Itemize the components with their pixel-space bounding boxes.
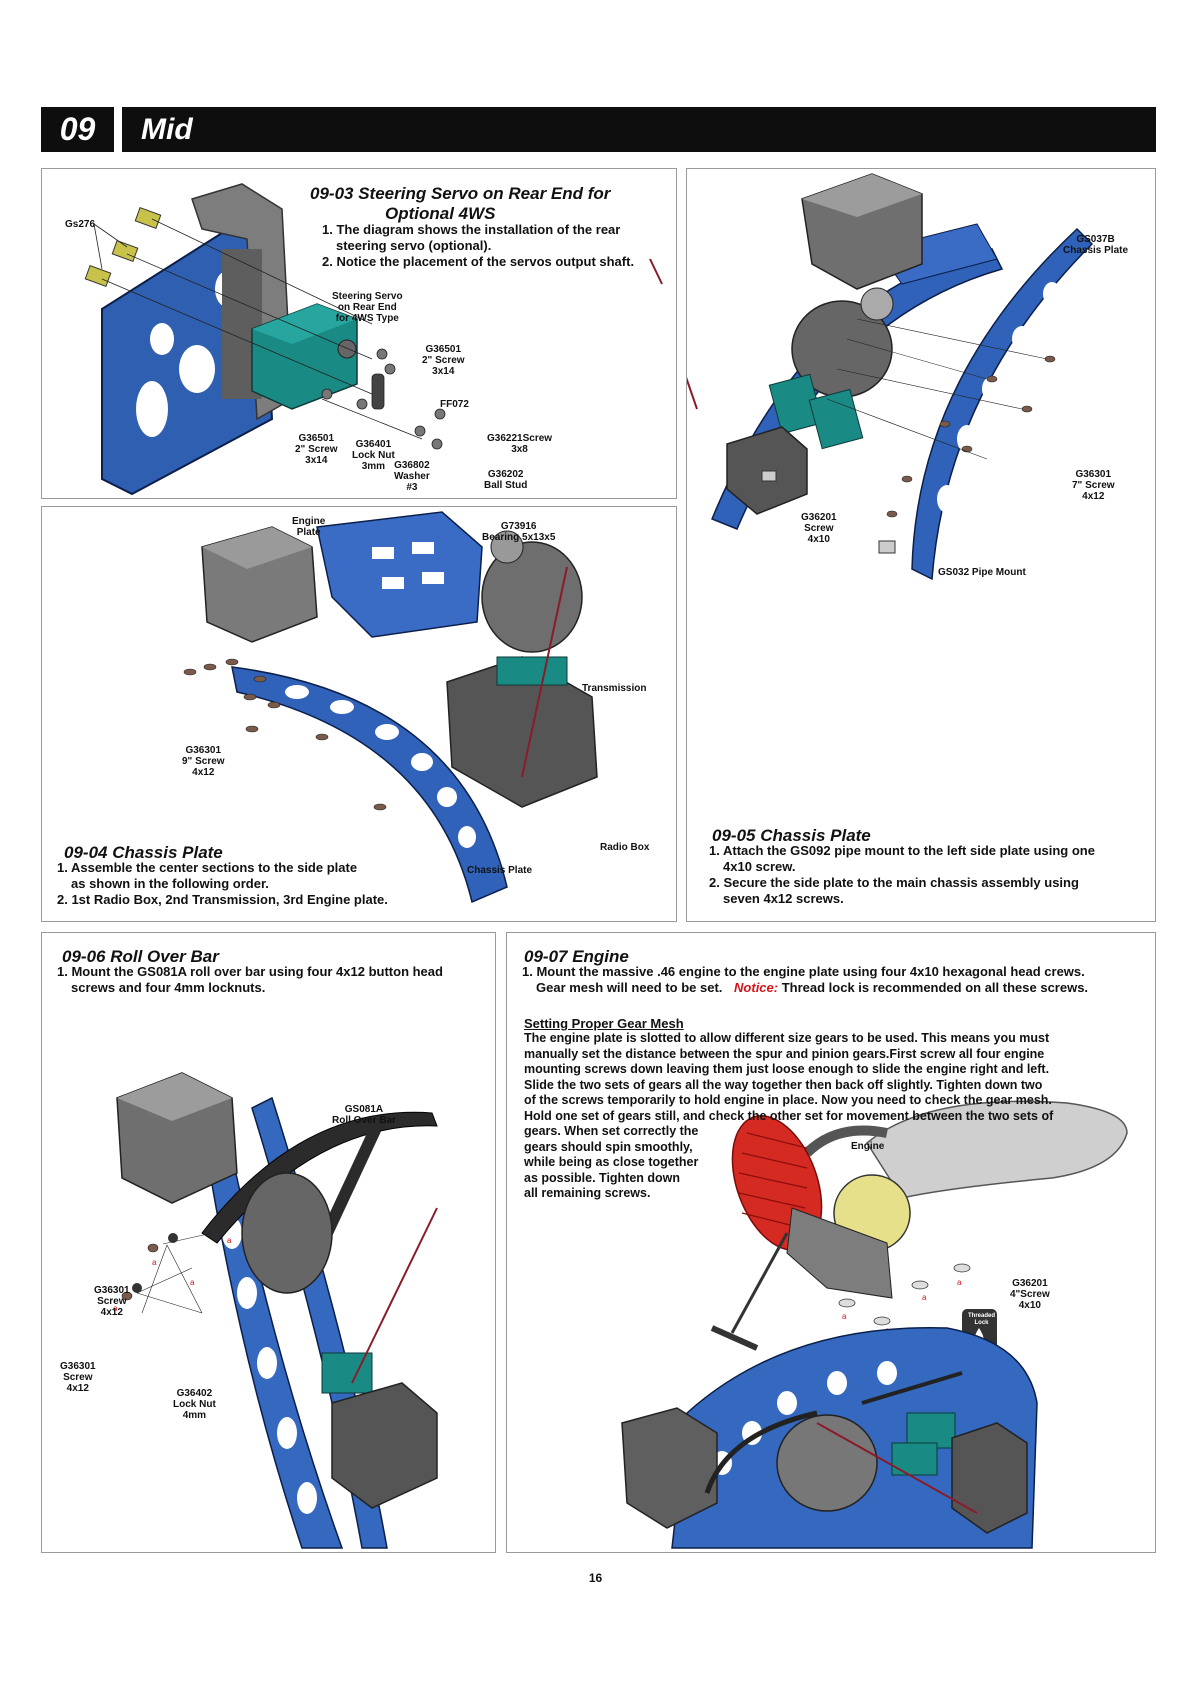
label-g36301-side: G36301 7" Screw 4x12 [1072,469,1115,502]
label-gs276: Gs276 [65,219,96,230]
panel-09-05: GS037B Chassis Plate G36301 7" Screw 4x1… [686,168,1156,922]
label-engine-plate: Engine Plate [292,516,326,538]
steps-09-07: 1. Mount the massive .46 engine to the e… [522,964,1089,995]
section-header: 09 Mid [41,107,1156,152]
panel-09-04: Engine Plate G73916 Bearing 5x13x5 Trans… [41,506,677,922]
svg-text:a: a [152,1258,157,1267]
label-g36221: G36221Screw 3x8 [487,433,553,455]
label-ff072: FF072 [440,399,469,410]
svg-text:a: a [957,1278,962,1287]
label-g36401: G36401 Lock Nut 3mm [352,439,395,472]
steps-09-03: 1. The diagram shows the installation of… [322,222,635,269]
label-gs037b: GS037B Chassis Plate [1063,234,1129,256]
label-g36802: G36802 Washer #3 [394,460,430,493]
section-title: Mid [141,113,193,146]
svg-text:a: a [227,1236,232,1245]
label-radio-box: Radio Box [600,842,650,853]
label-g36402: G36402 Lock Nut 4mm [173,1388,216,1421]
header-divider [114,107,122,152]
label-chassis-plate: Chassis Plate [467,865,533,876]
label-g36201-side: G36201 Screw 4x10 [801,512,837,545]
svg-text:a: a [113,1304,118,1313]
label-thread-lock: Threaded Lock [968,1313,996,1326]
label-transmission: Transmission [582,683,647,694]
title-09-05: 09-05 Chassis Plate [712,826,871,845]
label-steering-servo: Steering Servo on Rear End for 4WS Type [332,291,403,324]
gear-mesh-title: Setting Proper Gear Mesh [524,1016,684,1031]
label-g36202: G36202 Ball Stud [484,469,528,491]
steering-servo-illustration [84,183,663,496]
label-g36501-upper: G36501 2" Screw 3x14 [422,344,465,377]
steps-09-06: 1. Mount the GS081A roll over bar using … [57,964,443,995]
page-number: 16 [588,1571,603,1585]
title-09-03: 09-03 Steering Servo on Rear End for Opt… [310,184,611,223]
label-gs081a: GS081A Roll Over Bar [332,1104,396,1126]
label-g36201-engine: G36201 4"Screw 4x10 [1010,1278,1050,1311]
steps-09-05: 1. Attach the GS092 pipe mount to the le… [709,843,1095,906]
label-g73916: G73916 Bearing 5x13x5 [482,521,556,543]
svg-text:a: a [190,1278,195,1287]
panel-09-03: 09-03 Steering Servo on Rear End for Opt… [41,168,677,499]
panel-09-06: a a a a 09-06 Roll Over Bar 1. Mount the GS… [41,932,496,1553]
svg-text:a: a [842,1312,847,1321]
label-g36301: G36301 9" Screw 4x12 [182,745,225,778]
title-09-06: 09-06 Roll Over Bar [62,947,219,966]
gear-mesh-paragraph: The engine plate is slotted to allow dif… [524,1031,1054,1200]
side-plate-illustration [687,173,1094,581]
title-09-04: 09-04 Chassis Plate [64,843,223,862]
svg-text:a: a [922,1293,927,1302]
title-09-07: 09-07 Engine [524,947,629,966]
steps-09-04: 1. Assemble the center sections to the s… [57,860,388,907]
notice-label: Notice: [734,980,779,995]
chassis-plate-illustration [183,511,598,904]
label-g36501-lower: G36501 2" Screw 3x14 [295,433,338,466]
roll-over-bar-illustration: a a a a [113,1072,438,1549]
label-engine: Engine [851,1141,885,1152]
label-gs032: GS032 Pipe Mount [938,567,1026,578]
label-g36301-upper-06: G36301 Screw 4x12 [94,1285,130,1318]
section-number: 09 [41,107,114,152]
label-g36301-lower-06: G36301 Screw 4x12 [60,1361,96,1394]
